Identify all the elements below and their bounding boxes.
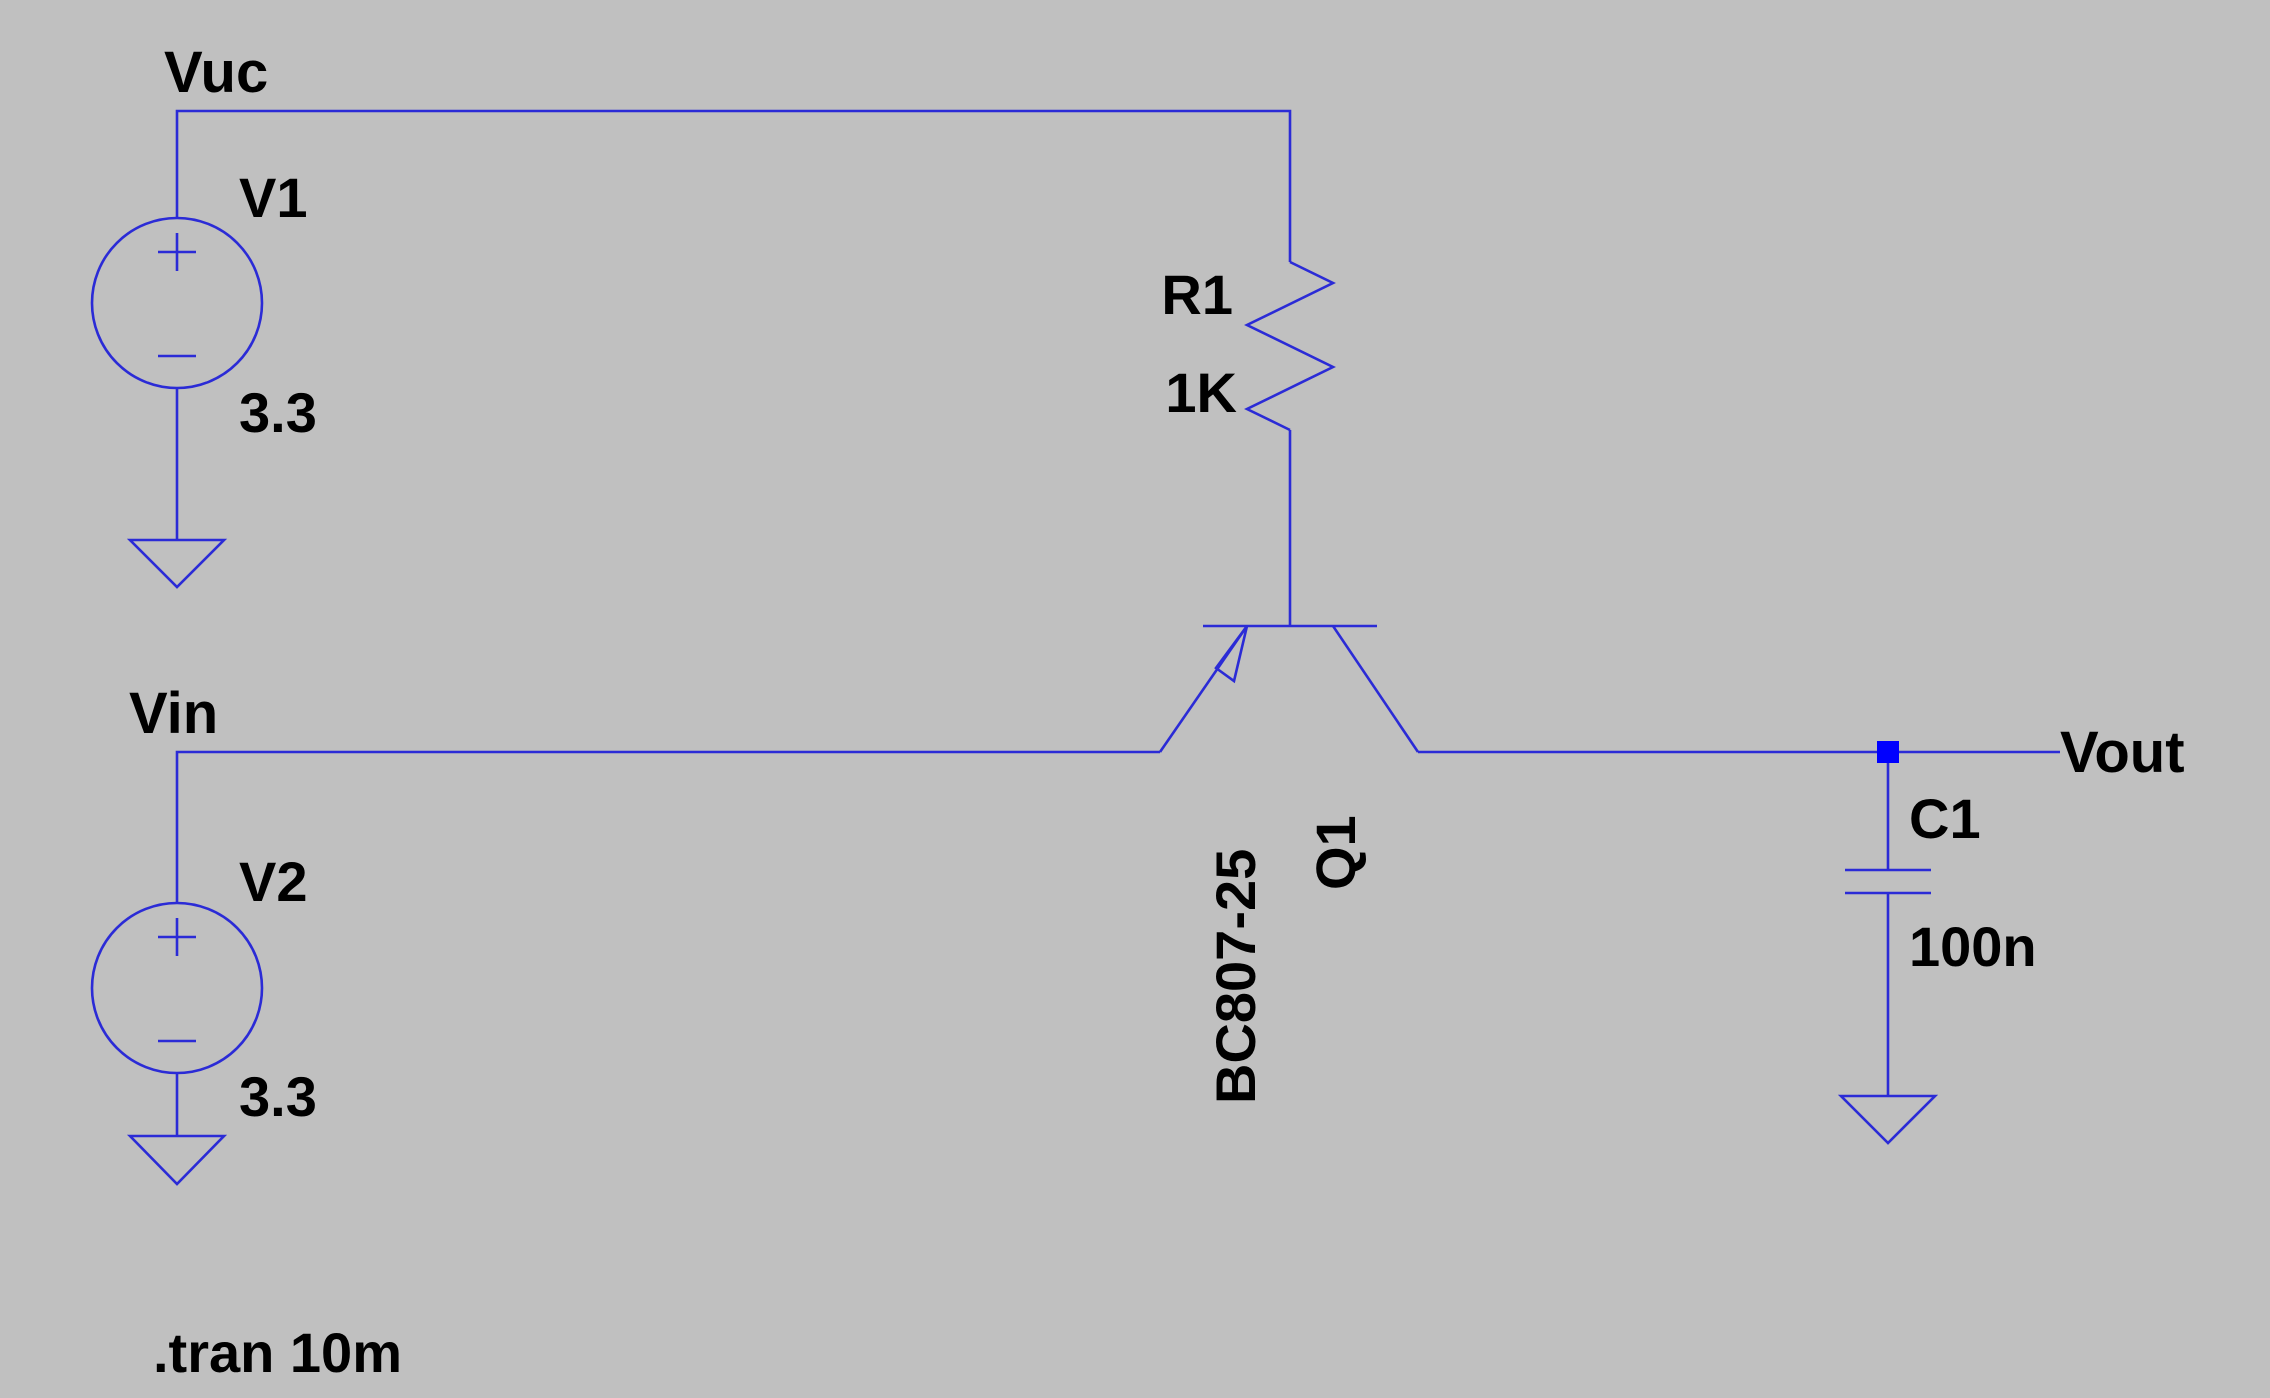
junction-dot[interactable]	[1877, 741, 1899, 763]
component-name-q1[interactable]: Q1	[1304, 815, 1367, 890]
emitter-arrow-icon	[1214, 625, 1249, 684]
net-label-vcc[interactable]: Vuc	[164, 40, 268, 105]
source-circle-icon	[90, 901, 264, 1075]
wires	[175, 109, 2060, 1136]
ground-icon-v1[interactable]	[126, 538, 228, 589]
component-name-r1[interactable]: R1	[1161, 263, 1233, 326]
ground-icon-c1[interactable]	[1837, 1094, 1939, 1145]
component-value-v2[interactable]: 3.3	[239, 1065, 317, 1128]
voltage-source-v1[interactable]	[90, 216, 264, 390]
wire-vin-net[interactable]	[175, 750, 1160, 903]
transistor-collector-lead	[1331, 625, 1420, 753]
component-name-v2[interactable]: V2	[239, 850, 308, 913]
voltage-source-v2[interactable]	[90, 901, 264, 1075]
component-value-v1[interactable]: 3.3	[239, 381, 317, 444]
net-label-vout[interactable]: Vout	[2060, 720, 2185, 785]
transistor-q1[interactable]	[1158, 624, 1420, 753]
wire-vcc-net[interactable]	[175, 109, 1292, 262]
component-name-c1[interactable]: C1	[1909, 787, 1981, 850]
component-value-r1[interactable]: 1K	[1165, 361, 1237, 424]
resistor-r1[interactable]	[1244, 260, 1336, 432]
component-model-q1[interactable]: BC807-25	[1204, 849, 1267, 1104]
source-circle-icon	[90, 216, 264, 390]
capacitor-c1[interactable]	[1845, 868, 1931, 895]
ground-icon-v2[interactable]	[126, 1134, 228, 1186]
net-label-vin[interactable]: Vin	[129, 681, 218, 746]
spice-directive[interactable]: .tran 10m	[153, 1321, 402, 1384]
component-value-c1[interactable]: 100n	[1909, 915, 2037, 978]
component-name-v1[interactable]: V1	[239, 166, 308, 229]
